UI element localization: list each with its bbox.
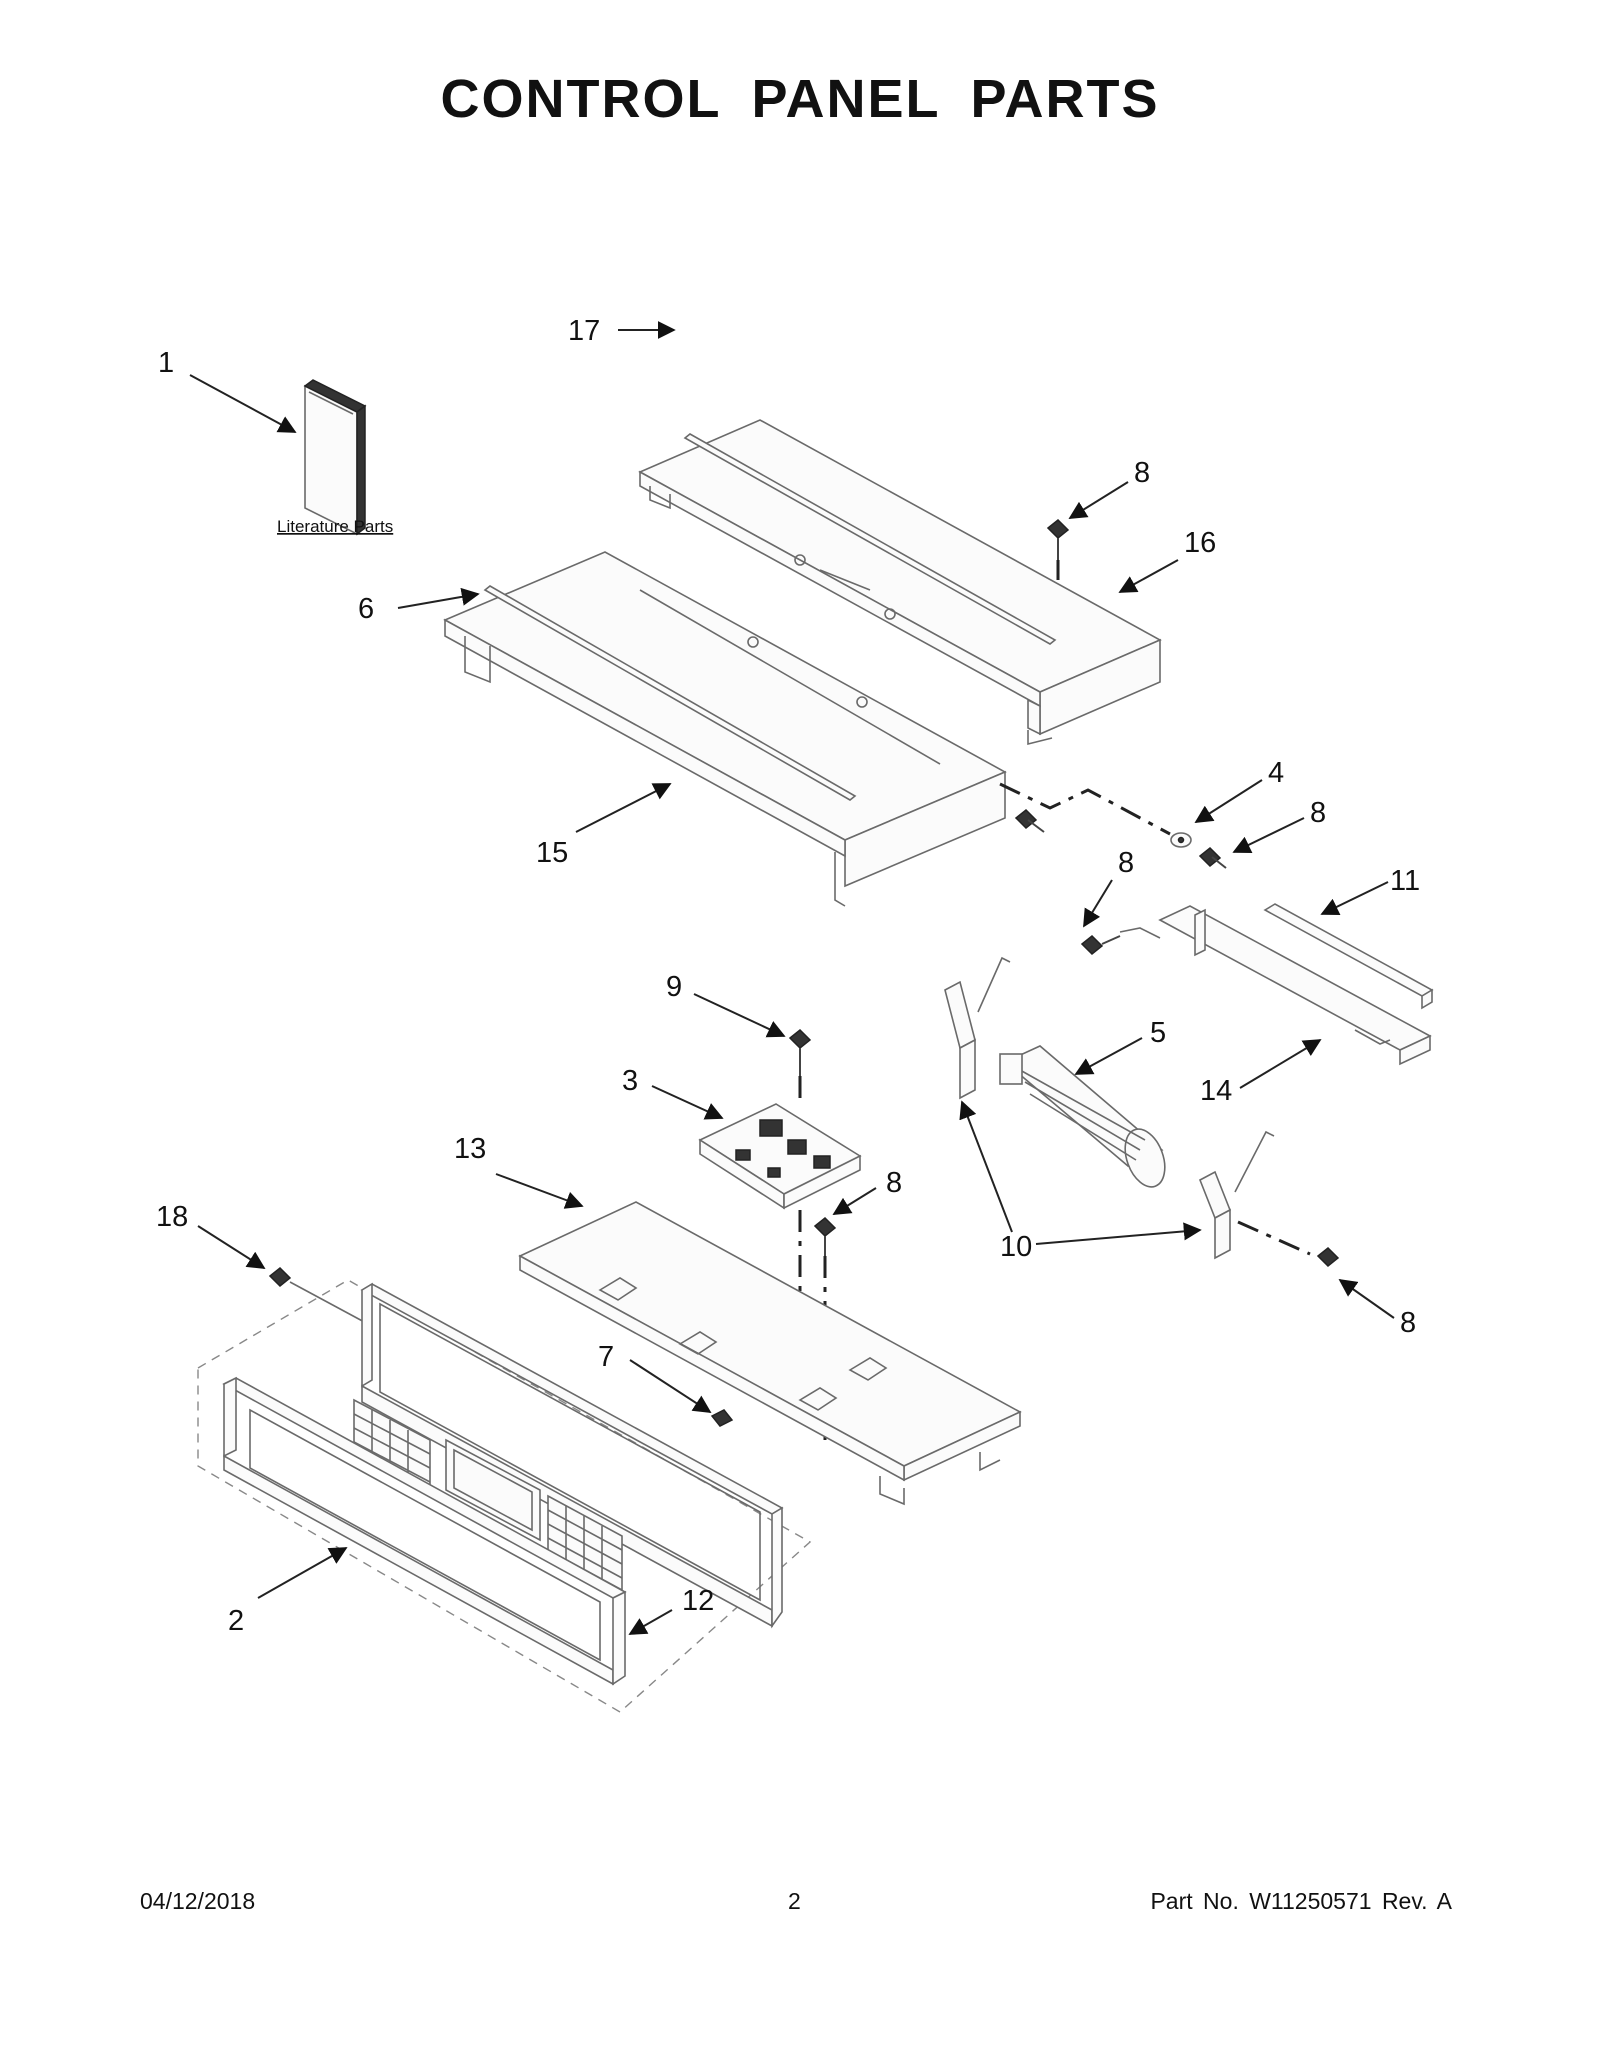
callout-14: 14 [1200,1075,1232,1107]
assembly-outline [197,1279,812,1713]
leader-arrows [189,321,1395,1635]
literature-parts-booklet [303,379,367,536]
strip-11 [1263,903,1434,1010]
screw-8d [1080,934,1121,956]
control-board-3 [698,1103,862,1210]
callout-5: 5 [1150,1017,1166,1049]
blower-fan-5 [999,1045,1166,1188]
callout-6: 6 [358,593,374,625]
bracket-10b [1198,1130,1275,1260]
callout-4: 4 [1268,757,1284,789]
callout-17: 17 [568,315,600,347]
bracket-10a [944,956,1011,1100]
front-panel-2 [222,1376,627,1686]
footer-date: 04/12/2018 [140,1888,256,1914]
literature-parts-label: Literature Parts [277,517,393,536]
footer-page-number: 2 [788,1888,801,1914]
screw-18 [268,1266,369,1325]
callout-11: 11 [1390,865,1420,897]
callout-18: 18 [156,1201,188,1233]
strip-6 [483,585,857,801]
lower-panel-15 [443,551,1007,907]
callout-8-left: 8 [1118,847,1134,879]
bracket-14 [1119,905,1432,1066]
callout-12: 12 [682,1585,714,1617]
callout-13: 13 [454,1133,486,1165]
display-window [445,1438,541,1542]
callout-16: 16 [1184,527,1216,559]
callout-8-bottom: 8 [1400,1307,1416,1339]
callout-8-board: 8 [886,1167,902,1199]
callout-9: 9 [666,971,682,1003]
screw-9 [788,1028,812,1098]
screw-8e [1237,1220,1340,1268]
screw-8b [1014,808,1045,833]
callout-10: 10 [1000,1231,1032,1263]
callout-3: 3 [622,1065,638,1097]
callout-7: 7 [598,1341,614,1373]
callout-8-washer: 8 [1310,797,1326,829]
page-title: CONTROL PANEL PARTS [440,69,1160,129]
screw-8a [1198,846,1227,869]
callout-1: 1 [158,347,174,379]
mounting-plate-13 [518,1201,1022,1506]
clip-7 [710,1409,734,1427]
screw-8c [1046,518,1070,580]
callout-2: 2 [228,1605,244,1637]
callout-8-top: 8 [1134,457,1150,489]
washer-4 [1170,832,1192,848]
footer-part-number: Part No. W11250571 Rev. A [1150,1888,1452,1914]
callout-15: 15 [536,837,568,869]
strip-17 [683,433,1057,645]
